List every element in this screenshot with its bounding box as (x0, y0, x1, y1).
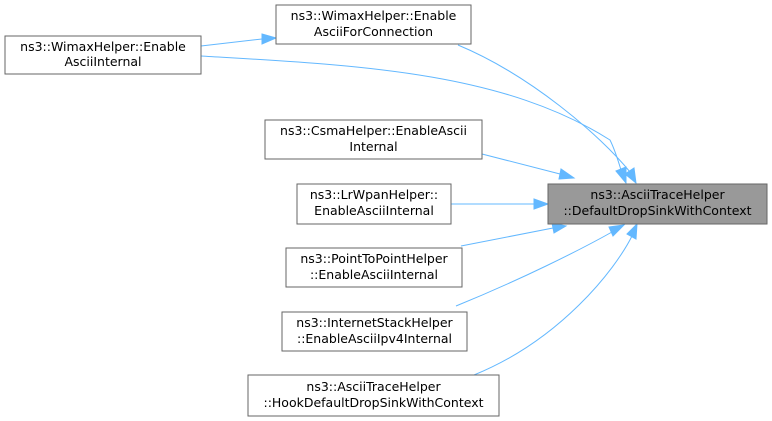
node-label-line1: ns3::LrWpanHelper:: (310, 187, 438, 202)
node-label-line2: Internal (349, 139, 397, 154)
focus-node-default-drop-sink-with-context[interactable]: ns3::AsciiTraceHelper ::DefaultDropSinkW… (547, 183, 768, 225)
edge-internet-stack-to-focus (455, 224, 626, 307)
node-label-line1: ns3::InternetStackHelper (296, 315, 453, 330)
node-label-line2: ::HookDefaultDropSinkWithContext (263, 395, 483, 410)
node-label-line2: ::EnableAsciiInternal (310, 267, 438, 282)
node-label-line2: AsciiInternal (64, 54, 141, 69)
edge-wimax-connection-to-focus (457, 44, 637, 185)
node-label-line1: ns3::PointToPointHelper (300, 251, 448, 266)
node-label-line1: ns3::WimaxHelper::Enable (20, 39, 186, 54)
node-label-line1: ns3::CsmaHelper::EnableAscii (280, 123, 467, 138)
node-label-line1: ns3::AsciiTraceHelper (306, 379, 441, 394)
focus-node-line1: ns3::AsciiTraceHelper (590, 187, 725, 202)
edge-wimax-internal-to-focus (200, 55, 627, 185)
node-csma-enable-ascii-internal[interactable]: ns3::CsmaHelper::EnableAscii Internal (264, 119, 483, 160)
node-wimax-enable-ascii-internal[interactable]: ns3::WimaxHelper::Enable AsciiInternal (4, 35, 202, 75)
edge-wimax-internal-to-wimax-connection (200, 33, 278, 47)
node-p2p-enable-ascii-internal[interactable]: ns3::PointToPointHelper ::EnableAsciiInt… (285, 247, 463, 288)
node-label-line2: AsciiForConnection (314, 24, 433, 39)
edge-csma-to-focus (481, 153, 576, 180)
focus-node-line2: ::DefaultDropSinkWithContext (563, 203, 751, 218)
node-internet-stack-enable-ascii-ipv4-internal[interactable]: ns3::InternetStackHelper ::EnableAsciiIp… (281, 311, 468, 352)
edge-p2p-to-focus (460, 222, 568, 247)
edge-hook-to-focus (473, 222, 638, 376)
node-label-line1: ns3::WimaxHelper::Enable (291, 8, 457, 23)
edge-lrwpan-to-focus (451, 198, 550, 210)
node-wimax-enable-ascii-for-connection[interactable]: ns3::WimaxHelper::Enable AsciiForConnect… (275, 4, 472, 45)
node-lrwpan-enable-ascii-internal[interactable]: ns3::LrWpanHelper:: EnableAsciiInternal (296, 183, 452, 225)
node-label-line2: EnableAsciiInternal (314, 203, 434, 218)
node-ascii-hook-default-drop-sink-with-context[interactable]: ns3::AsciiTraceHelper ::HookDefaultDropS… (247, 374, 500, 417)
node-label-line2: ::EnableAsciiIpv4Internal (297, 331, 452, 346)
